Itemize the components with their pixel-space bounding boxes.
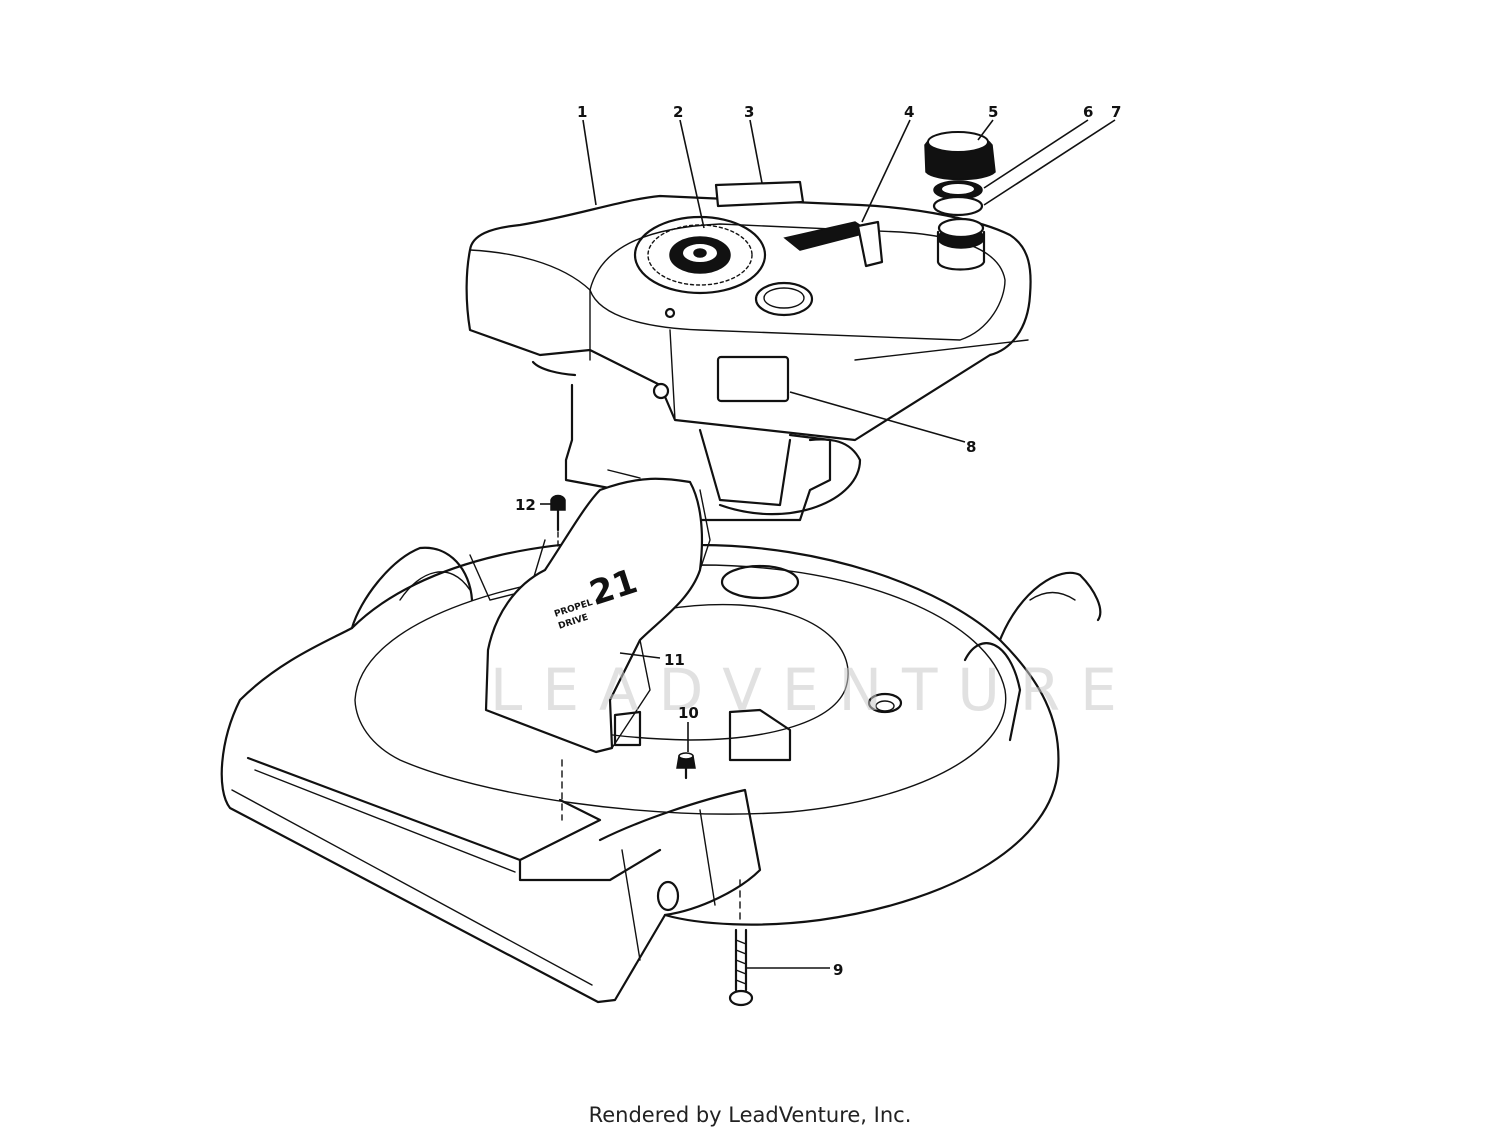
part-11-drive-cover: 21 PROPEL DRIVE — [484, 477, 711, 754]
part-5-fuel-cap — [924, 131, 996, 181]
callout-3: 3 — [744, 103, 754, 121]
engine-assembly — [465, 194, 1032, 522]
callout-1: 1 — [577, 103, 587, 121]
part-6-7-gasket — [932, 180, 984, 217]
callout-5: 5 — [988, 103, 998, 121]
part-3-tab — [714, 180, 805, 208]
part-9-bolt — [728, 928, 754, 1007]
callout-2: 2 — [673, 103, 683, 121]
callout-12: 12 — [515, 496, 536, 514]
callout-7: 7 — [1111, 103, 1121, 121]
callout-4: 4 — [904, 103, 914, 121]
callout-6: 6 — [1083, 103, 1093, 121]
part-10-screw — [676, 752, 696, 780]
footer-credit: Rendered by LeadVenture, Inc. — [588, 1103, 912, 1127]
callout-10: 10 — [678, 704, 699, 722]
callout-11: 11 — [664, 651, 685, 669]
leader-lines — [540, 119, 1116, 969]
watermark-text: LEADVENTURE — [490, 656, 1137, 724]
callout-9: 9 — [833, 961, 843, 979]
callouts: 1 2 3 4 5 6 7 8 9 10 11 12 — [515, 103, 1121, 979]
callout-8: 8 — [966, 438, 976, 456]
